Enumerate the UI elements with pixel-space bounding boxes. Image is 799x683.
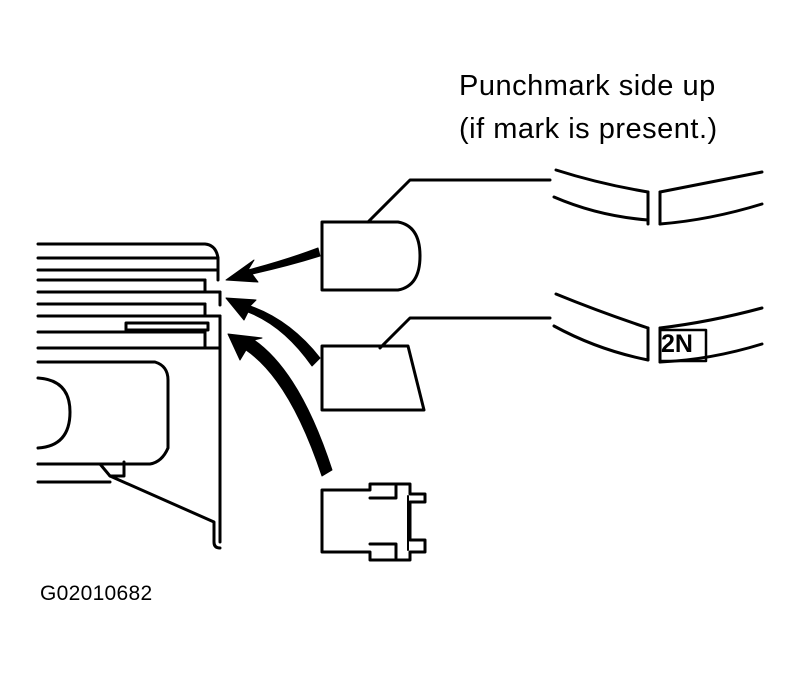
figure-id: G02010682 [40, 582, 153, 605]
second-ring-leader [380, 318, 550, 348]
top-ring-leader [368, 180, 550, 222]
ring-punchmark-label: 2N [661, 330, 693, 358]
top-ring-gap-detail [554, 170, 762, 224]
oil-ring-section [322, 484, 425, 560]
second-ring-gap-detail [554, 294, 762, 362]
caption-line-2: (if mark is present.) [459, 113, 718, 145]
install-arrows [226, 248, 332, 476]
top-ring-section [322, 222, 420, 290]
caption-line-1: Punchmark side up [459, 70, 716, 102]
piston-body [38, 244, 220, 548]
punchmark-box [660, 330, 706, 361]
second-ring-section [322, 346, 424, 410]
